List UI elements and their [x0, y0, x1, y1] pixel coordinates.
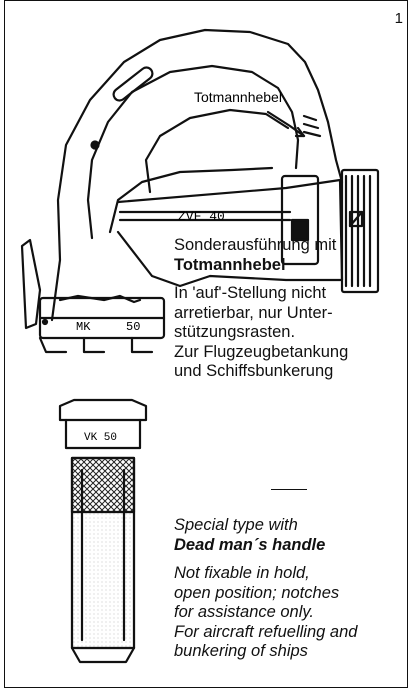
- divider: [271, 489, 307, 490]
- handle-body: [50, 28, 344, 322]
- coupling-label-right: 50: [126, 320, 140, 334]
- german-body-line: und Schiffsbunkerung: [174, 362, 334, 380]
- german-body-line: arretierbar, nur Unter-: [174, 303, 333, 322]
- barrel: [116, 178, 344, 288]
- german-body-line: stützungsrasten.: [174, 323, 296, 341]
- english-body-line: for assistance only.: [174, 603, 315, 621]
- coupling-label-left: MK: [76, 320, 91, 334]
- german-title-line2: Totmannhebel: [174, 255, 286, 274]
- page-frame: [4, 0, 408, 688]
- german-body-line: Zur Flugzeugbetankung: [174, 342, 349, 361]
- page-number: 1: [394, 10, 403, 27]
- callout-label: Totmannhebel: [194, 89, 282, 105]
- german-body-line: In 'auf'-Stellung nicht: [174, 284, 327, 302]
- english-text-block: Special type with Dead man´s handle Not …: [174, 516, 406, 662]
- tube-cap: [58, 398, 148, 422]
- lever: [108, 166, 274, 234]
- german-title-line1: Sonderausführung mit: [174, 236, 337, 254]
- english-body-line: Not fixable in hold,: [174, 564, 310, 582]
- handle-inner: [86, 64, 300, 240]
- english-body-line: For aircraft refuelling and: [174, 622, 358, 641]
- english-body-line: bunkering of ships: [174, 642, 308, 660]
- nozzle-label: ZVF 40: [178, 209, 225, 224]
- english-title-line1: Special type with: [174, 516, 298, 534]
- tube-label: VK 50: [84, 432, 117, 444]
- english-title-line2: Dead man´s handle: [174, 535, 326, 554]
- german-text-block: Sonderausführung mit Totmannhebel In 'au…: [174, 236, 406, 382]
- latch: [20, 238, 42, 330]
- english-body-line: open position; notches: [174, 583, 340, 602]
- handle-grip: [144, 108, 290, 194]
